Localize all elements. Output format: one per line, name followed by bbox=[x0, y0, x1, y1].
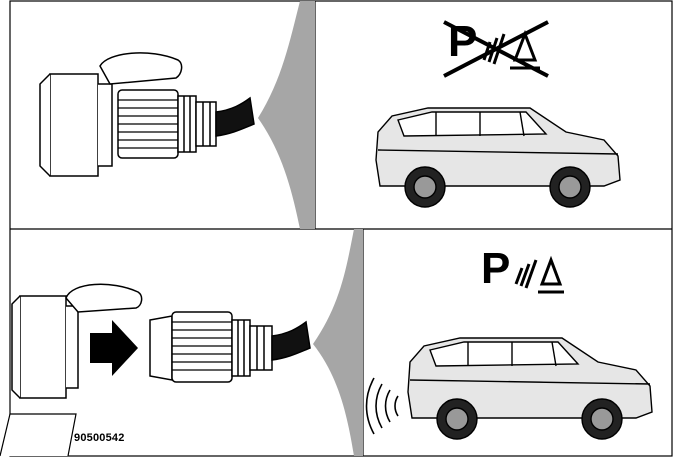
plug-icon bbox=[150, 312, 310, 382]
parking-symbol-letter-bottom: P bbox=[481, 247, 510, 291]
figure-reference-code: 90500542 bbox=[74, 432, 125, 444]
suv-car-bottom bbox=[408, 338, 652, 439]
socket-with-plug-icon bbox=[40, 53, 254, 176]
insert-arrow-icon bbox=[90, 320, 138, 376]
obstacle-triangle-icon bbox=[538, 260, 564, 292]
suv-car-top bbox=[376, 108, 620, 207]
divider-wedge-top bbox=[258, 1, 315, 229]
divider-wedge-bottom bbox=[313, 229, 363, 456]
parking-symbol-letter-top: P bbox=[448, 20, 477, 64]
rear-sensor-waves-icon bbox=[367, 378, 399, 434]
parking-sensor-on-symbol bbox=[516, 260, 564, 292]
reference-tab bbox=[0, 414, 76, 456]
sensor-waves-icon bbox=[516, 260, 536, 288]
